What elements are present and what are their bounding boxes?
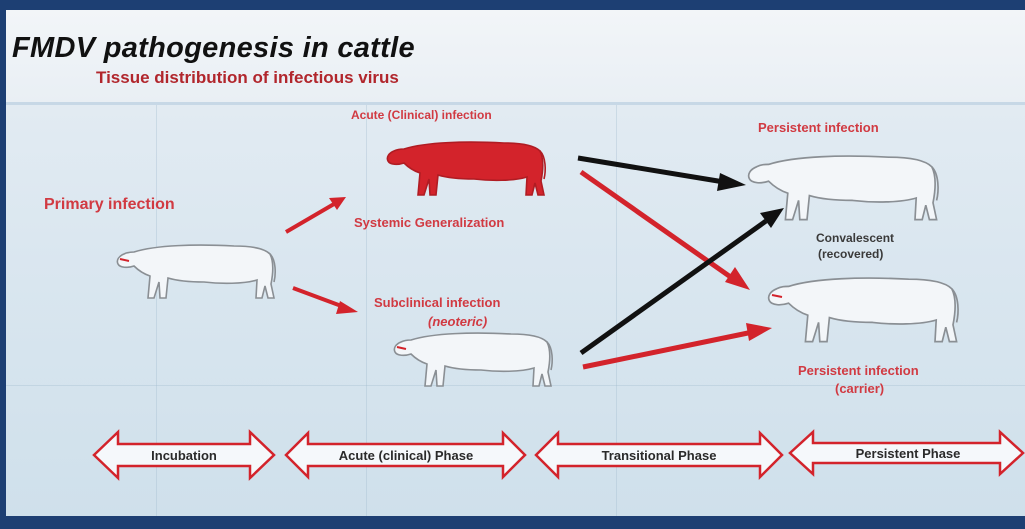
phase-arrow-incubation: Incubation: [94, 432, 274, 478]
arrow-primary-to-acute: [286, 197, 346, 232]
diagram-art: Incubation Acute (clinical) Phase Transi…: [6, 10, 1025, 516]
phase-label: Acute (clinical) Phase: [339, 448, 473, 463]
cow-acute-red-icon: [387, 142, 545, 195]
cow-primary-icon: [117, 245, 275, 298]
cow-subclinical-icon: [394, 333, 552, 386]
arrow-acute-to-carrier: [581, 172, 750, 290]
phase-label: Transitional Phase: [602, 448, 717, 463]
phase-arrow-persistent: Persistent Phase: [790, 432, 1023, 474]
phase-label: Persistent Phase: [856, 446, 961, 461]
cow-carrier-icon: [769, 278, 958, 341]
phase-arrow-transitional: Transitional Phase: [536, 433, 782, 477]
phase-label: Incubation: [151, 448, 217, 463]
slide: FMDV pathogenesis in cattle Tissue distr…: [6, 10, 1025, 516]
phase-arrow-acute: Acute (clinical) Phase: [286, 433, 525, 477]
arrow-primary-to-subclinical: [293, 288, 358, 314]
